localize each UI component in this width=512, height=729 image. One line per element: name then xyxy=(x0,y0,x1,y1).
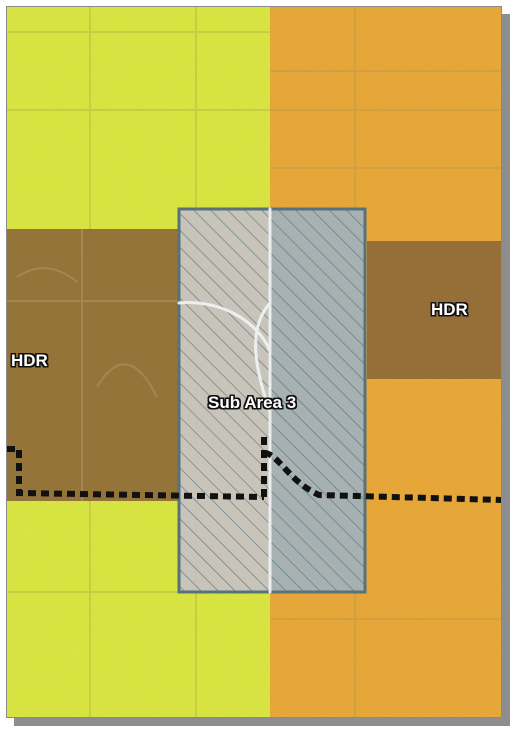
map-svg xyxy=(7,7,501,717)
hdr-label-left: HDR xyxy=(11,351,48,370)
right-hdr-parcel xyxy=(367,241,501,379)
map-canvas[interactable]: HDR HDR Sub Area 3 xyxy=(6,6,502,718)
left-hdr-parcel xyxy=(7,229,179,501)
roads xyxy=(177,207,272,594)
sub-area-3-hatch xyxy=(177,207,367,594)
sub-area-label: Sub Area 3 xyxy=(208,393,297,412)
dotted-boundary-line xyxy=(7,437,501,503)
hdr-label-right: HDR xyxy=(431,300,468,319)
brown-field-lines xyxy=(7,229,179,501)
